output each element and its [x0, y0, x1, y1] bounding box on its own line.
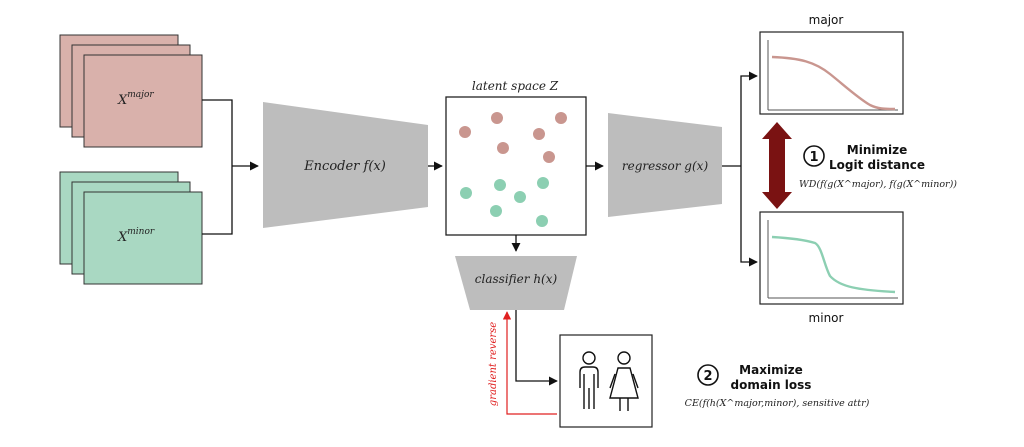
female-icon [609, 351, 639, 411]
regressor-to-plots-connectors [722, 71, 758, 267]
classifier-to-domain-arrow [515, 310, 558, 386]
regressor-label: regressor g(x) [622, 159, 709, 173]
classifier-label: classifier h(x) [475, 272, 558, 286]
minor-plot-title: minor [809, 311, 844, 325]
encoder-block: Encoder f(x) [263, 102, 428, 228]
gradient-reverse-label: gradient reverse [488, 322, 499, 406]
step2-annotation: 2 Maximize domain loss CE(f(h(X^major,mi… [685, 363, 870, 409]
step2-formula: CE(f(h(X^major,minor), sensitive attr) [685, 398, 870, 409]
major-curve [771, 55, 896, 111]
step1-formula: WD(f(g(X^major), f(g(X^minor)) [799, 179, 957, 190]
step1-line2: Logit distance [829, 158, 925, 172]
major-points [459, 112, 567, 163]
minor-points [460, 177, 549, 227]
major-plot: major [759, 13, 904, 115]
minor-plot: minor [759, 211, 904, 325]
step1-number-circle [803, 145, 825, 167]
step2-number-circle [697, 364, 719, 386]
logit-distance-double-arrow [762, 122, 792, 209]
major-input-label: Xmajor [117, 90, 154, 108]
latent-space-title: latent space Z [472, 79, 559, 93]
input-connectors [202, 99, 259, 235]
latent-space-box: latent space Z [445, 79, 587, 236]
sensitive-attribute-box [559, 334, 653, 428]
classifier-block: classifier h(x) [455, 256, 577, 310]
major-input-stack: Xmajor [59, 34, 203, 148]
step1-annotation: 1 Minimize Logit distance WD(f(g(X^major… [799, 143, 957, 190]
gradient-reverse-arrow [502, 311, 557, 415]
step2-number: 2 [703, 369, 712, 384]
minor-curve [771, 235, 896, 294]
regressor-block: regressor g(x) [608, 113, 722, 217]
minor-input-label: Xminor [117, 227, 155, 245]
step1-line1: Minimize [847, 143, 907, 157]
step2-line2: domain loss [731, 378, 812, 392]
step2-line1: Maximize [739, 363, 803, 377]
male-icon [579, 351, 599, 409]
encoder-label: Encoder f(x) [303, 159, 386, 174]
major-plot-title: major [809, 13, 844, 27]
minor-input-stack: Xminor [59, 171, 203, 285]
step1-number: 1 [809, 150, 818, 165]
